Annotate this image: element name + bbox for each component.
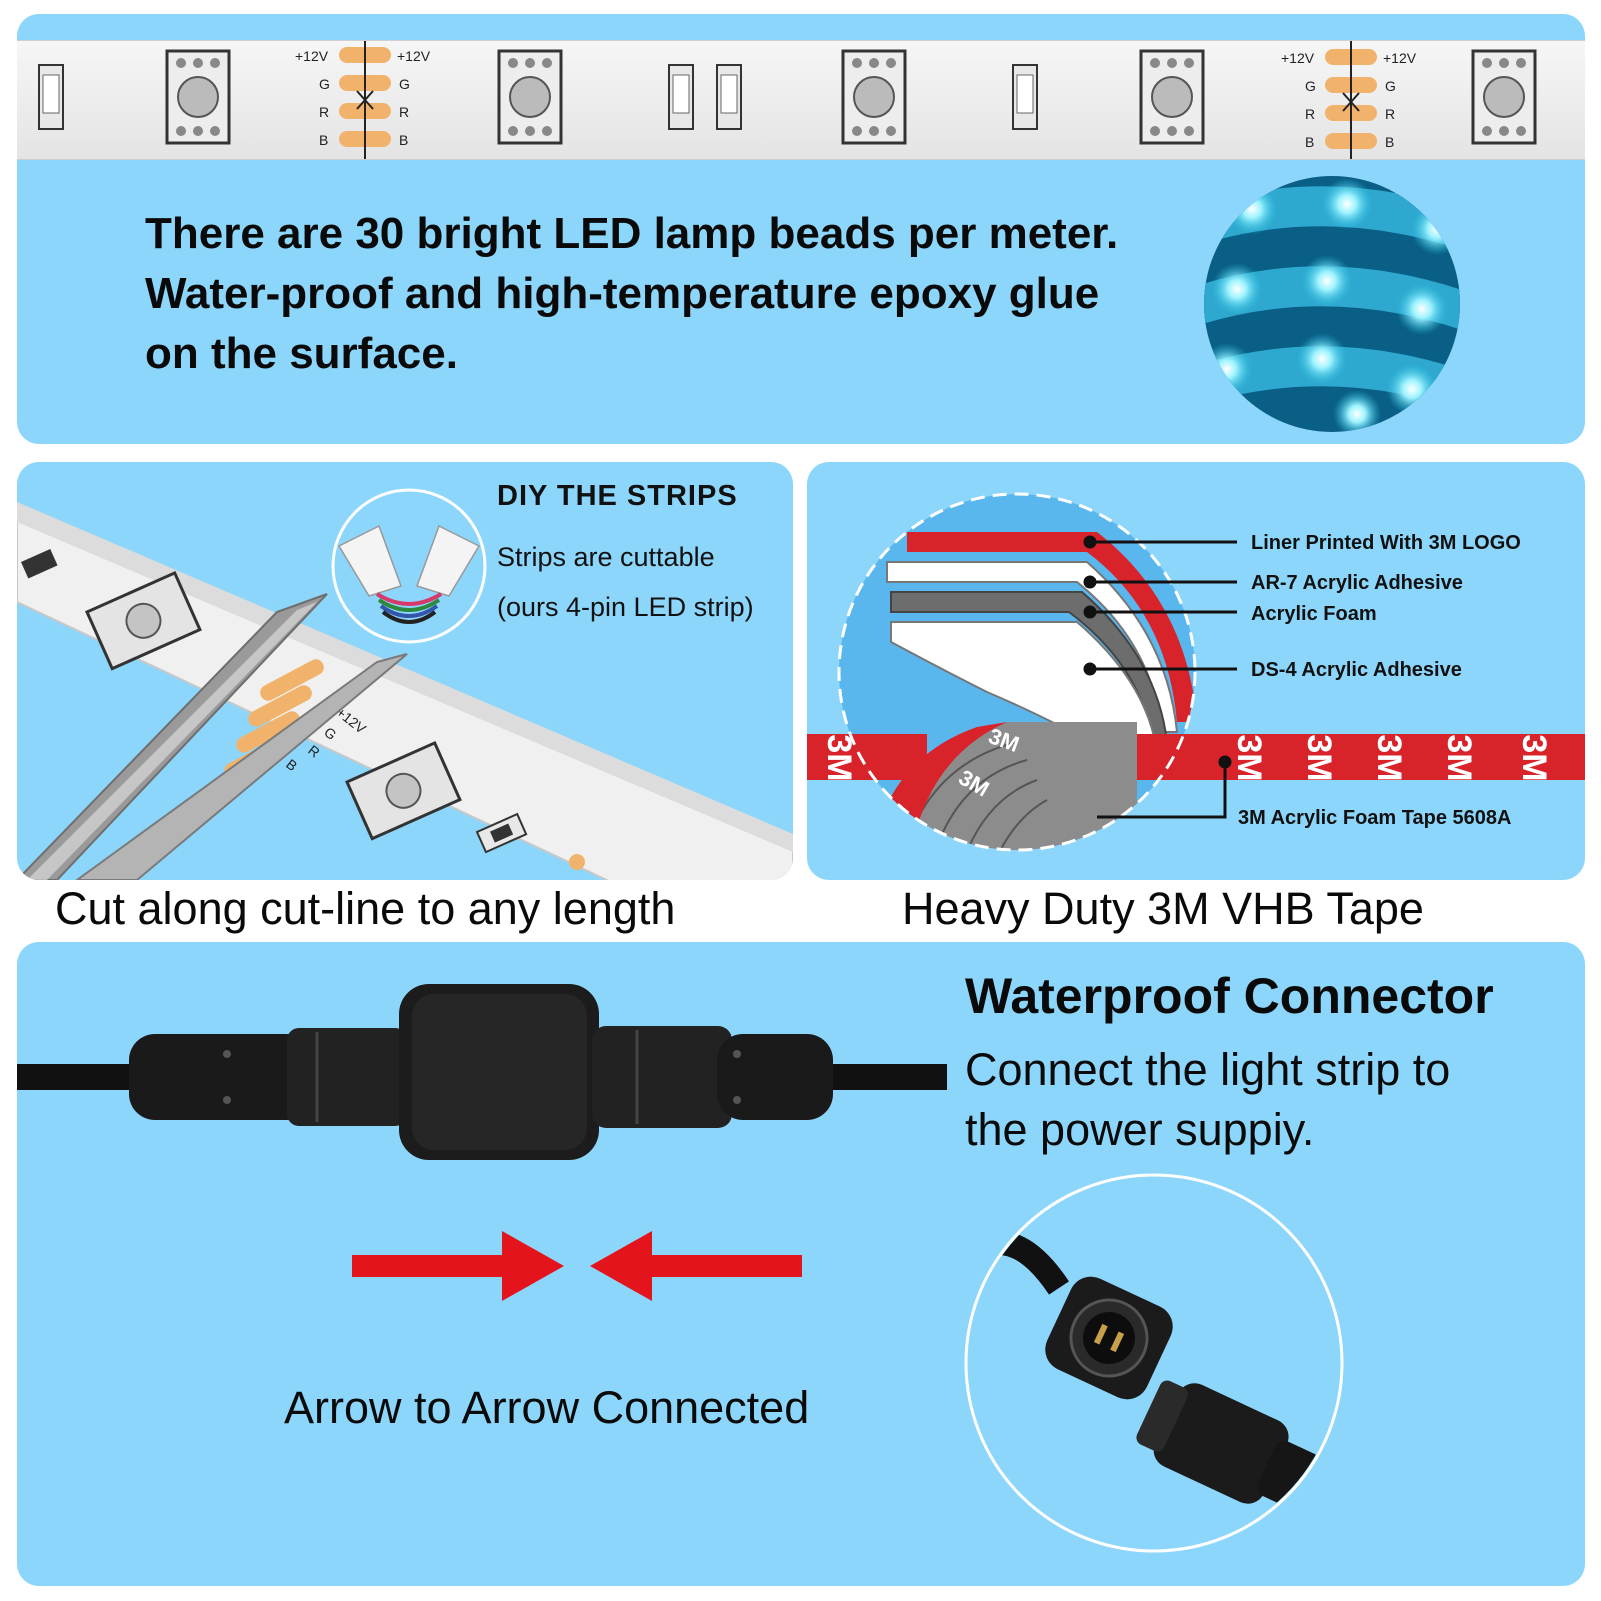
arrow-right-icon bbox=[352, 1231, 564, 1301]
diy-strip-panel: +12V G R B DIY THE STRIPS Strips are cut… bbox=[17, 462, 793, 880]
pad-label: +12V bbox=[1281, 50, 1315, 66]
cutting-illustration: +12V G R B bbox=[17, 502, 793, 880]
led-strip-diagram: +12V G R B +12V G R B +12V G R bbox=[17, 40, 1585, 160]
resistor-icon bbox=[21, 548, 58, 579]
resistor-icon bbox=[716, 64, 742, 130]
connector-title: Waterproof Connector bbox=[965, 968, 1494, 1024]
pad-label: R bbox=[399, 104, 409, 120]
led-chip-icon bbox=[1139, 49, 1205, 145]
connector-description: Connect the light strip to the power sup… bbox=[965, 1040, 1565, 1160]
scissors-icon bbox=[17, 593, 408, 880]
connector-closeup-photo bbox=[964, 1173, 1344, 1553]
connector-cable-photo bbox=[17, 984, 947, 1160]
tape-layer-label: Acrylic Foam bbox=[1251, 603, 1377, 625]
vhb-tape-panel: 3M 3M 3M 3M 3M 3M 3M 3M bbox=[807, 462, 1585, 880]
l-connector-icon bbox=[337, 524, 481, 624]
led-chip-icon bbox=[165, 49, 231, 145]
diy-line: Strips are cuttable bbox=[497, 542, 715, 572]
pad-label: G bbox=[399, 76, 410, 92]
led-chip-icon bbox=[345, 740, 462, 841]
led-description: There are 30 bright LED lamp beads per m… bbox=[145, 204, 1175, 384]
led-chip-icon bbox=[841, 49, 907, 145]
tape-logo-text: 3M bbox=[1440, 734, 1478, 781]
arrow-left-icon bbox=[590, 1231, 802, 1301]
resistor-icon bbox=[668, 64, 694, 130]
tape-caption: Heavy Duty 3M VHB Tape bbox=[902, 883, 1424, 934]
strip-connector-inset bbox=[331, 488, 487, 644]
pad-label: B bbox=[399, 132, 408, 148]
resistor-icon bbox=[38, 64, 64, 130]
pad-label: R bbox=[1385, 106, 1395, 122]
pad-label: B bbox=[1385, 134, 1394, 150]
cut-pad-group: +12V G R B +12V G R B bbox=[295, 41, 431, 159]
pad-label: +12V bbox=[295, 48, 329, 64]
led-description-line: There are 30 bright LED lamp beads per m… bbox=[145, 209, 1119, 258]
tape-layer-label: AR-7 Acrylic Adhesive bbox=[1251, 572, 1463, 594]
pad-label: G bbox=[1305, 78, 1316, 94]
led-chip-icon bbox=[1471, 49, 1537, 145]
tape-layer-label: Liner Printed With 3M LOGO bbox=[1251, 532, 1521, 554]
tape-layers-diagram: 3M 3M 3M 3M 3M 3M 3M 3M bbox=[807, 492, 1585, 852]
glowing-led-photo bbox=[1204, 176, 1460, 432]
tape-logo-text: 3M bbox=[1370, 734, 1408, 781]
pad-label: B bbox=[319, 132, 328, 148]
diy-title: DIY THE STRIPS bbox=[497, 480, 738, 512]
cut-pad-group: +12V G R B +12V G R B bbox=[1281, 41, 1417, 159]
resistor-icon bbox=[1012, 64, 1038, 130]
connector-description-line: Connect the light strip to bbox=[965, 1044, 1451, 1095]
diy-line: (ours 4-pin LED strip) bbox=[497, 592, 754, 622]
led-description-line: Water-proof and high-temperature epoxy g… bbox=[145, 269, 1100, 318]
diy-description: Strips are cuttable (ours 4-pin LED stri… bbox=[497, 532, 754, 632]
tape-logo-text: 3M bbox=[1300, 734, 1338, 781]
led-chip-icon bbox=[497, 49, 563, 145]
tape-logo-text: 3M bbox=[1230, 734, 1268, 781]
led-chip-icon bbox=[85, 570, 202, 671]
tape-logo-text: 3M bbox=[1515, 734, 1553, 781]
led-info-panel: +12V G R B +12V G R B +12V G R bbox=[17, 14, 1585, 444]
led-strip-svg: +12V G R B +12V G R B +12V G R bbox=[38, 41, 1537, 159]
pad-label: G bbox=[1385, 78, 1396, 94]
pad-label: B bbox=[283, 756, 300, 774]
pad-label: B bbox=[1305, 134, 1314, 150]
pad-label: R bbox=[1305, 106, 1315, 122]
tape-layer-label: 3M Acrylic Foam Tape 5608A bbox=[1238, 807, 1511, 829]
led-description-line: on the surface. bbox=[145, 329, 458, 378]
connection-arrows bbox=[352, 1231, 802, 1301]
tape-layer-label: DS-4 Acrylic Adhesive bbox=[1251, 659, 1462, 681]
waterproof-connector-panel: Arrow to Arrow Connected Waterproof Conn… bbox=[17, 942, 1585, 1586]
pad-label: +12V bbox=[397, 48, 431, 64]
connector-description-line: the power suppiy. bbox=[965, 1104, 1315, 1155]
cut-caption: Cut along cut-line to any length bbox=[55, 883, 676, 934]
pad-label: R bbox=[319, 104, 329, 120]
pad-label: G bbox=[319, 76, 330, 92]
pad-label: +12V bbox=[1383, 50, 1417, 66]
tape-logo-text: 3M bbox=[820, 734, 858, 781]
resistor-icon bbox=[475, 812, 528, 854]
arrow-caption: Arrow to Arrow Connected bbox=[284, 1382, 810, 1433]
